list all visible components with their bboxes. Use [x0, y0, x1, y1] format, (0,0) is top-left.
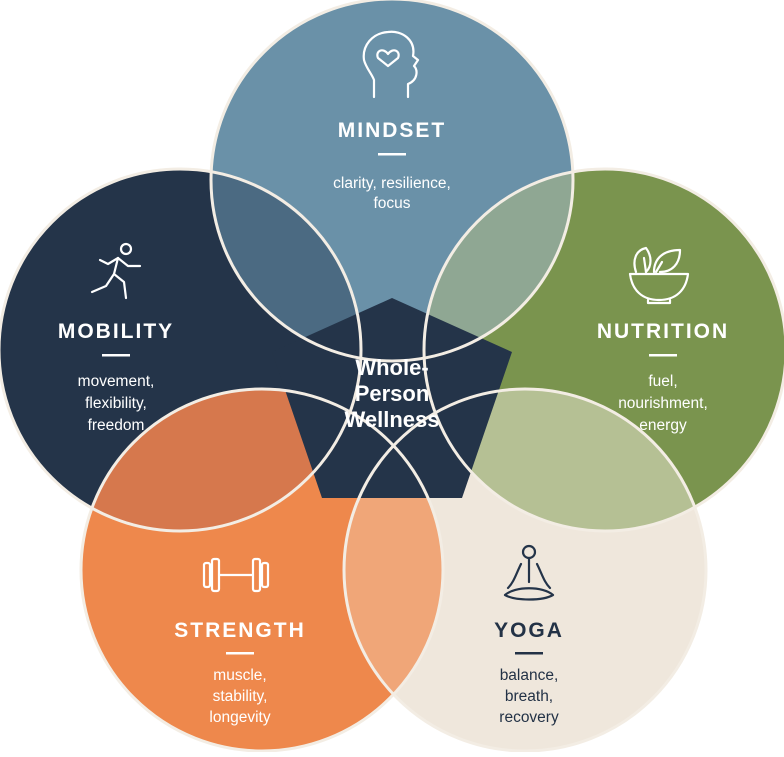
overlap-mindset-nutrition: [424, 169, 573, 361]
mindset-title: MINDSET: [338, 119, 447, 142]
yoga-title: YOGA: [494, 619, 564, 642]
mobility-outline: [0, 167, 363, 533]
mobility-desc-2: flexibility,: [85, 395, 147, 412]
center-line-3: Wellness: [345, 407, 440, 432]
mindset-section: MINDSET clarity, resilience, focus: [333, 30, 451, 212]
strength-outline: [79, 387, 445, 753]
nutrition-desc-1: fuel,: [648, 373, 677, 390]
strength-title: STRENGTH: [174, 619, 306, 642]
strength-section: STRENGTH muscle, stability, longevity: [174, 557, 306, 726]
strength-desc-2: stability,: [213, 688, 268, 705]
meditation-icon: [503, 544, 555, 601]
dumbbell-icon: [202, 557, 270, 593]
strength-desc-3: longevity: [209, 709, 270, 726]
mobility-title: MOBILITY: [58, 320, 174, 343]
mindset-desc-1: clarity, resilience,: [333, 175, 451, 192]
strength-divider: [226, 652, 254, 655]
nutrition-outline: [422, 167, 784, 533]
yoga-desc-3: recovery: [499, 709, 559, 726]
yoga-desc-1: balance,: [500, 667, 559, 684]
nutrition-desc-2: nourishment,: [618, 395, 708, 412]
center-line-1: Whole-: [355, 355, 428, 380]
yoga-desc-2: breath,: [505, 688, 553, 705]
mobility-divider: [102, 354, 130, 357]
mobility-desc-3: freedom: [88, 417, 145, 434]
running-person-icon: [90, 242, 142, 300]
mobility-desc-1: movement,: [78, 373, 155, 390]
head-heart-icon: [362, 30, 420, 99]
mobility-section: MOBILITY movement, flexibility, freedom: [58, 242, 174, 434]
mindset-divider: [378, 153, 406, 156]
center-line-2: Person: [355, 381, 430, 406]
yoga-divider: [515, 652, 543, 655]
mindset-outline: [209, 0, 575, 363]
nutrition-title: NUTRITION: [597, 320, 729, 343]
center-label: Whole- Person Wellness: [345, 355, 440, 432]
salad-bowl-icon: [628, 246, 690, 305]
yoga-section: YOGA balance, breath, recovery: [494, 544, 564, 726]
nutrition-divider: [649, 354, 677, 357]
nutrition-section: NUTRITION fuel, nourishment, energy: [597, 246, 729, 434]
yoga-outline: [342, 387, 708, 753]
nutrition-desc-3: energy: [639, 417, 687, 434]
overlap-mobility-mindset: [211, 169, 361, 361]
strength-desc-1: muscle,: [213, 667, 266, 684]
mindset-desc-2: focus: [373, 195, 410, 212]
